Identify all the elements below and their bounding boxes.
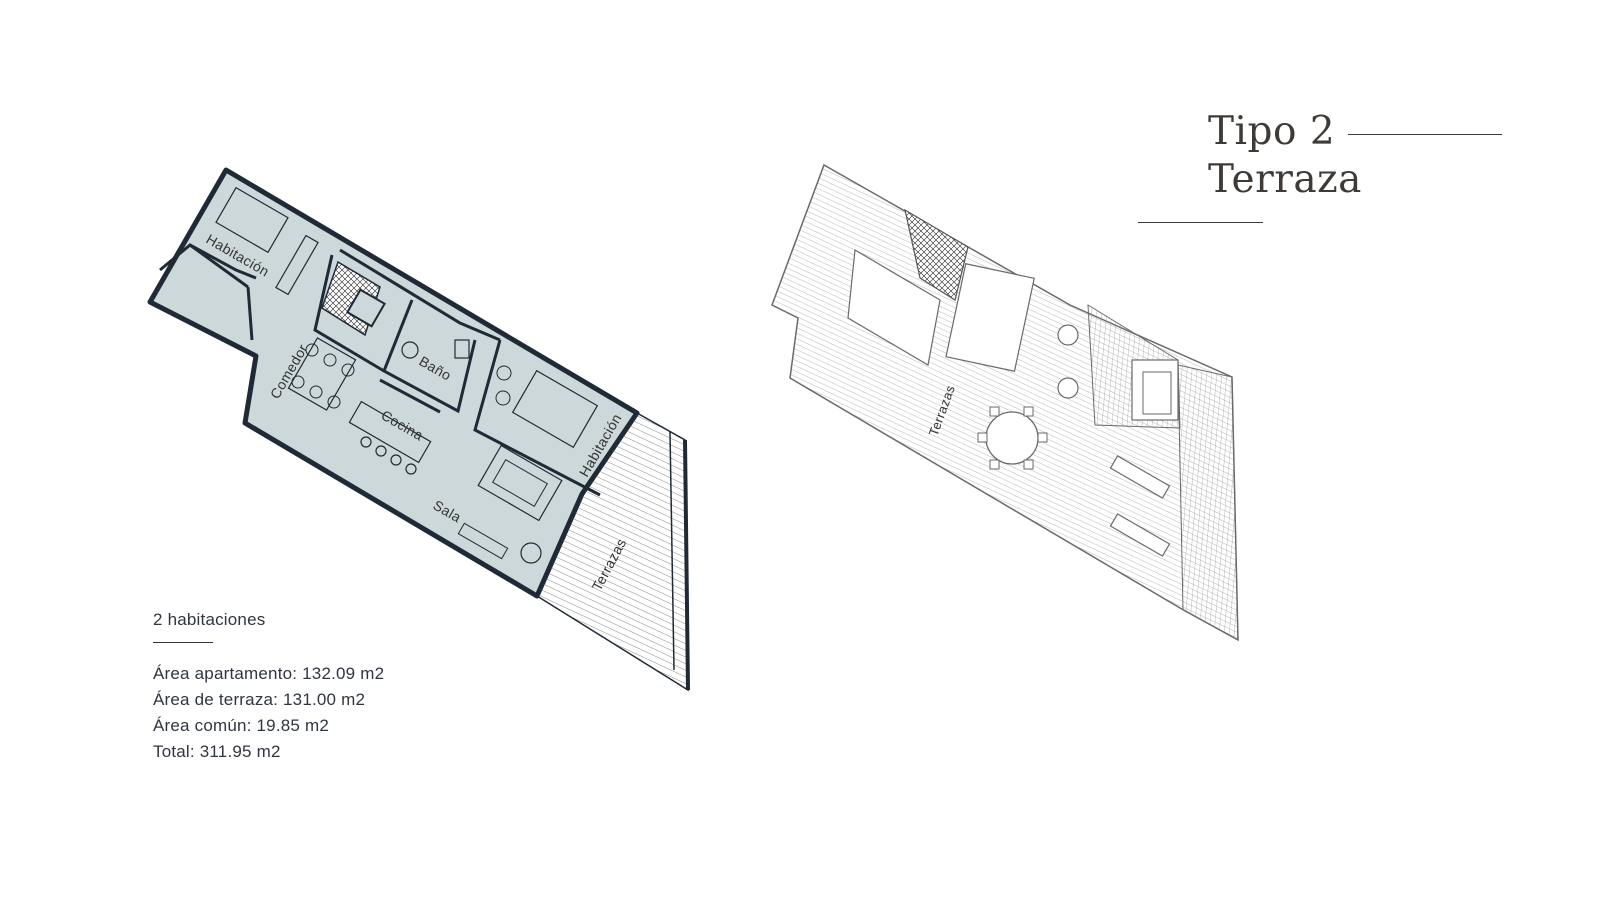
wall-closet: [159, 243, 249, 289]
unit-bedrooms: 2 habitaciones: [153, 610, 266, 629]
roof-stair-landing: [1131, 359, 1179, 421]
tv-console: [457, 522, 509, 560]
wall-stair: [313, 254, 385, 373]
armchair: [520, 542, 542, 564]
title-rule-bottom: [1138, 222, 1263, 223]
area-terrace: Área de terraza: 131.00 m2: [153, 690, 366, 709]
dining-table: [287, 337, 357, 411]
title-block: Tipo 2 Terraza: [1208, 108, 1362, 204]
apartment-floor: [147, 167, 640, 599]
info-rule: [153, 642, 213, 643]
bath-toilet: [454, 339, 470, 359]
area-common: Área común: 19.85 m2: [153, 716, 329, 735]
unit-info: 2 habitaciones Área apartamento: 132.09 …: [153, 610, 384, 765]
title-subtitle: Terraza: [1208, 157, 1362, 202]
roof-terrace-plan: Terrazas: [771, 163, 1239, 642]
wall-kitchen: [379, 378, 441, 414]
wall-bath: [382, 299, 477, 414]
sofa: [477, 444, 563, 522]
sofa-seat: [492, 459, 548, 507]
area-total: Total: 311.95 m2: [153, 742, 281, 761]
sun-lounger-2: [1109, 513, 1171, 557]
title-type: Tipo 2: [1208, 109, 1336, 154]
wall-hall: [246, 286, 254, 341]
title-rule-top: [1348, 134, 1502, 135]
planter-1: [1057, 324, 1079, 346]
roof-deck-strip: [1177, 364, 1239, 641]
closet: [275, 234, 319, 296]
roof-round-table: [985, 411, 1039, 465]
wall-bedroom-1: [189, 243, 257, 280]
bed-1: [215, 186, 289, 254]
roof-core: [847, 249, 941, 366]
apartment-body: Habitación Comedor Baño Cocina Habitació…: [147, 167, 690, 692]
roof-core-tiles: [904, 208, 969, 301]
wall-core: [339, 248, 501, 342]
area-apartment: Área apartamento: 132.09 m2: [153, 664, 385, 683]
kitchen-island: [348, 400, 432, 464]
sun-lounger-1: [1109, 455, 1171, 499]
terraza-deck: [536, 412, 689, 692]
bath-sink: [401, 341, 419, 359]
elevator: [346, 288, 386, 328]
roof-lounge: [945, 263, 1035, 372]
wall-bedroom-2: [473, 339, 601, 497]
bed-2: [511, 369, 599, 449]
planter-2: [1057, 377, 1079, 399]
